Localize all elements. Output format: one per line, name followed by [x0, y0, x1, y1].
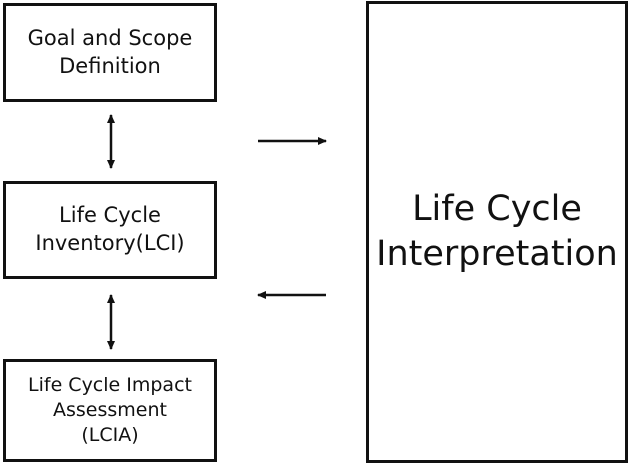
life-cycle-interpretation-box: Life Cycle Interpretation: [366, 1, 628, 463]
life-cycle-inventory-box: Life Cycle Inventory(LCI): [3, 181, 217, 279]
goal-scope-definition-box: Goal and Scope Definition: [3, 3, 217, 102]
life-cycle-impact-assessment-label: Life Cycle Impact Assessment (LCIA): [28, 374, 192, 446]
life-cycle-inventory-label: Life Cycle Inventory(LCI): [35, 203, 185, 255]
goal-scope-definition-label: Goal and Scope Definition: [27, 25, 193, 78]
life-cycle-interpretation-label: Life Cycle Interpretation: [376, 189, 618, 274]
life-cycle-impact-assessment-box: Life Cycle Impact Assessment (LCIA): [3, 359, 217, 462]
